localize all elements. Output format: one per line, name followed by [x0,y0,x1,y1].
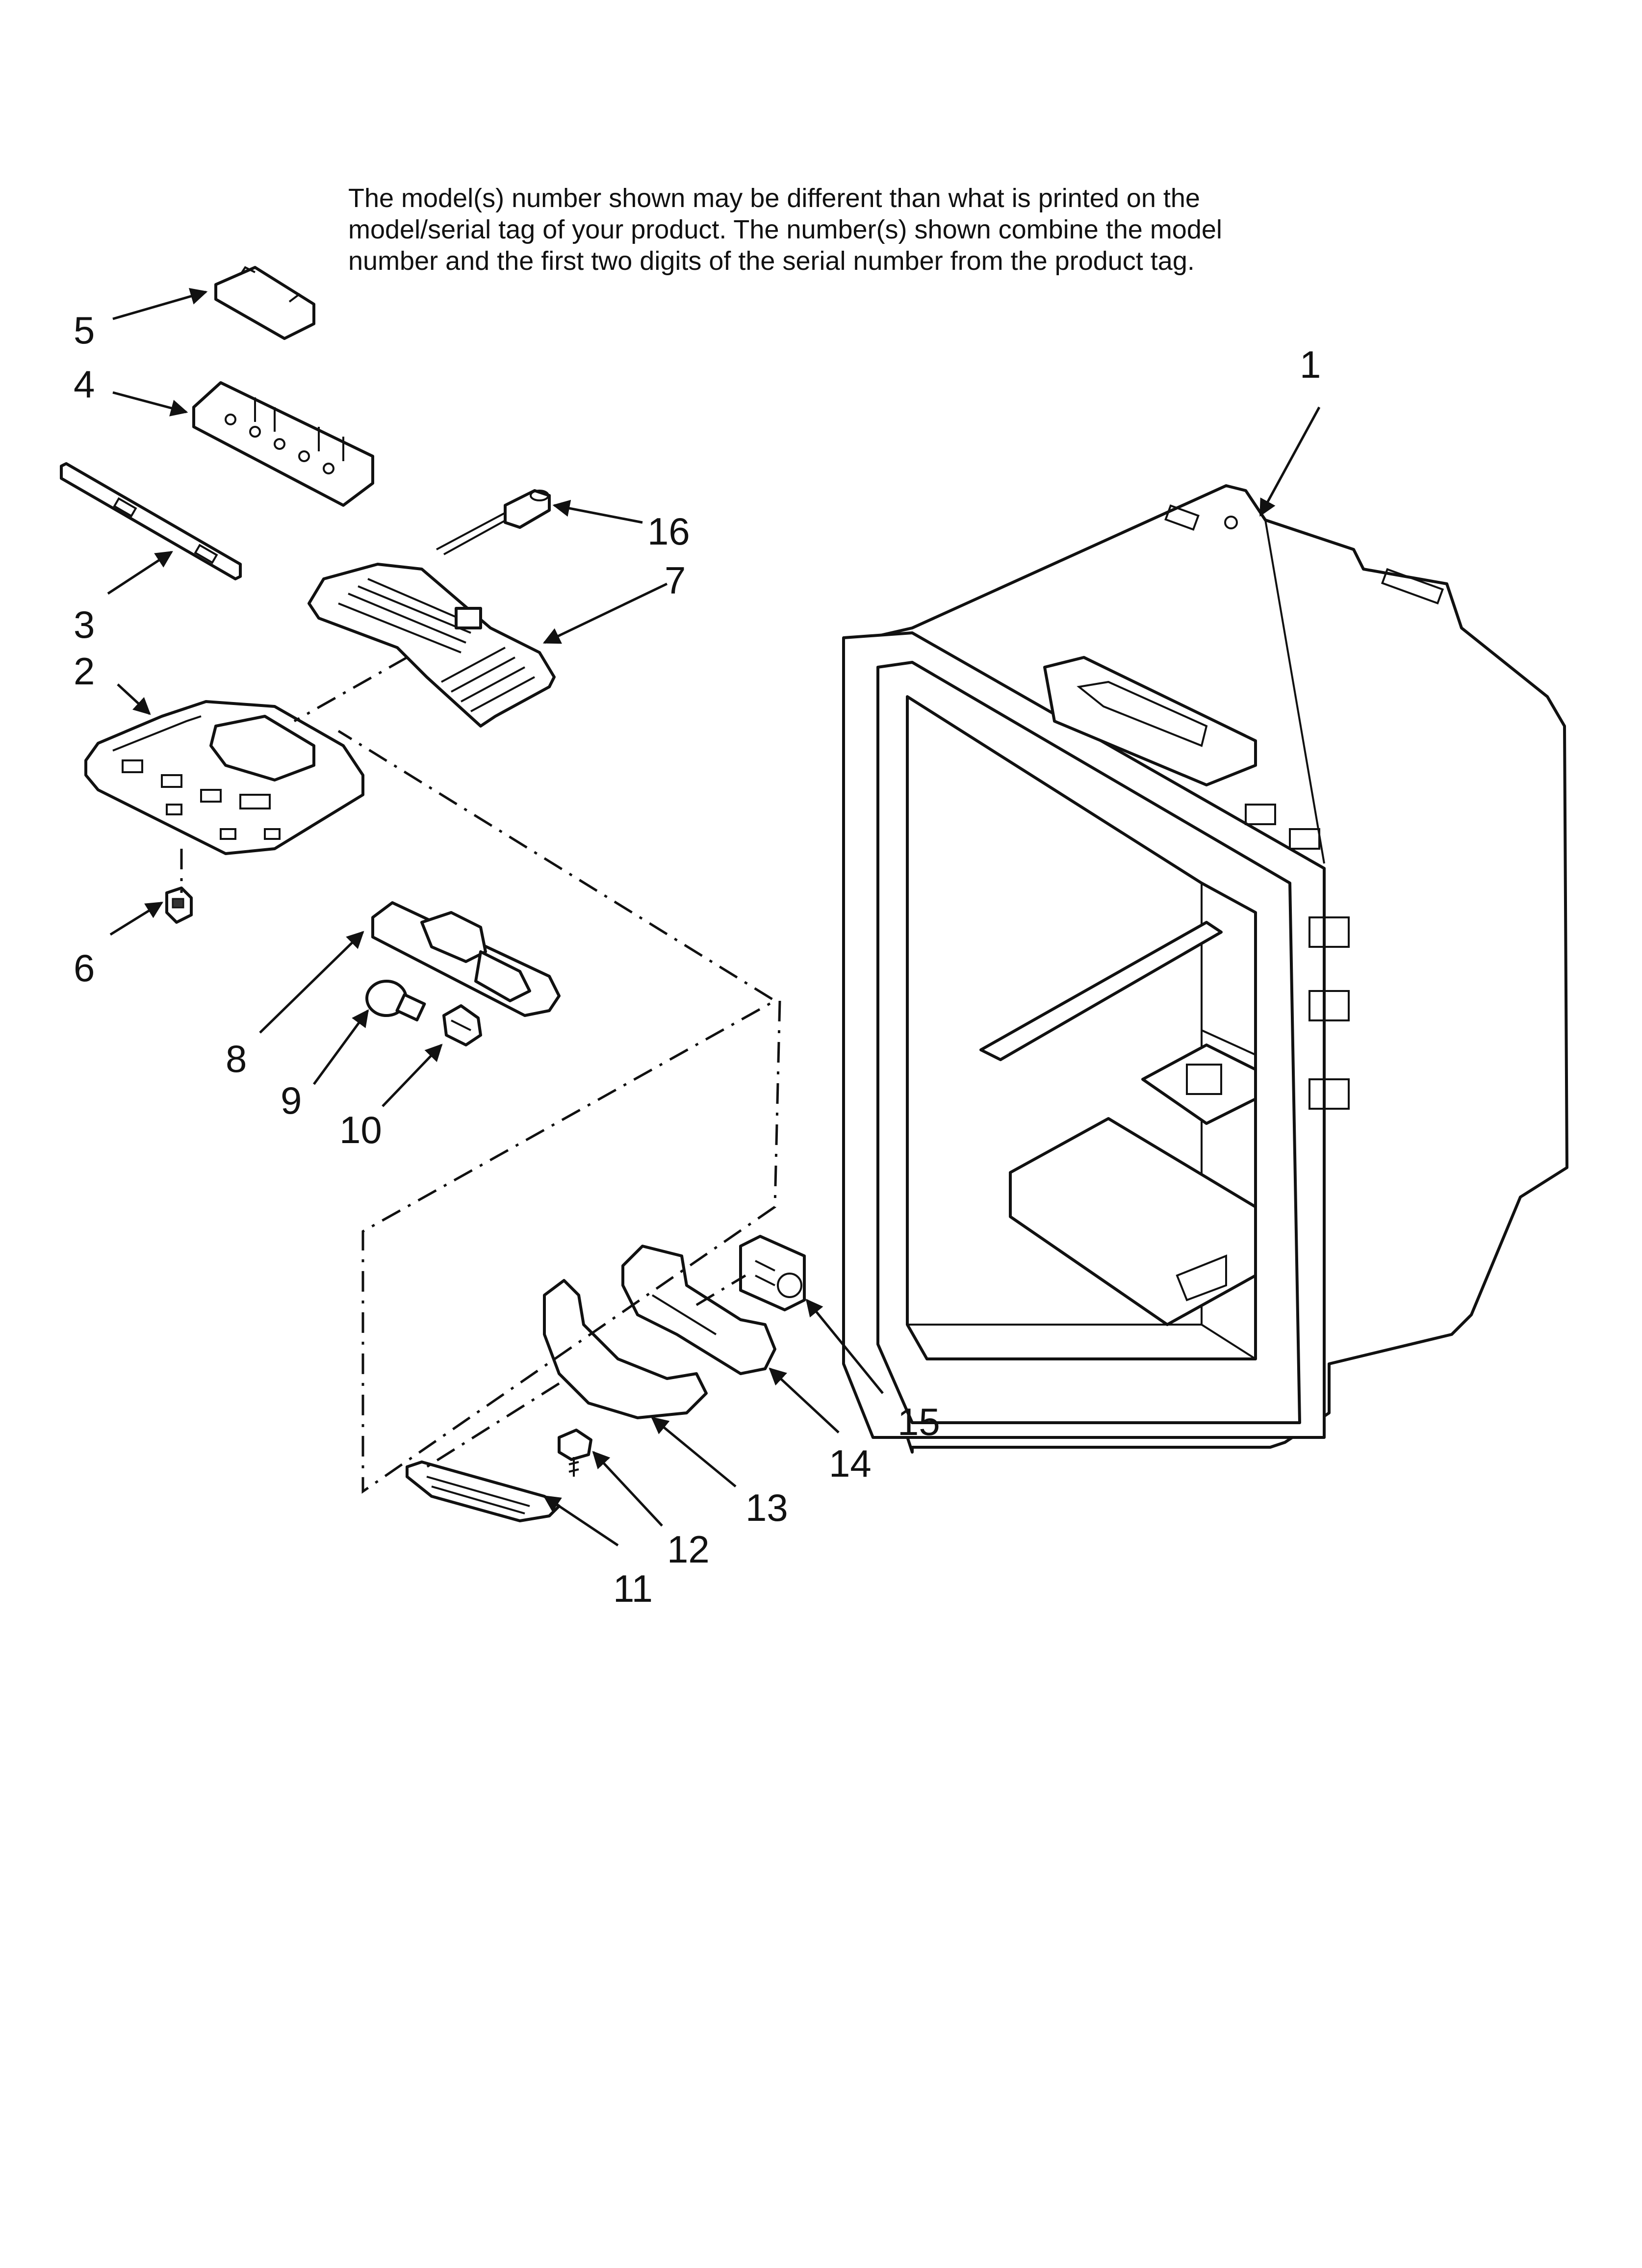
callout-2: 2 [74,650,95,693]
part-12-screw [558,1429,592,1477]
part-3-strip [60,462,242,580]
assembly-lines [180,656,781,1494]
part-11-trim [406,1460,561,1522]
callout-9: 9 [281,1079,302,1122]
part-1-liner [842,484,1568,1454]
callout-14: 14 [829,1442,872,1485]
part-7-air-diffuser [308,563,556,728]
callout-1: 1 [1300,343,1321,386]
part-6-switch [165,886,193,924]
part-10-socket [442,1004,482,1046]
part-14-dispenser-housing [621,1245,776,1375]
part-5-cover [214,266,315,340]
callout-15: 15 [898,1400,940,1443]
callout-10: 10 [339,1108,382,1151]
model-number-note: The model(s) number shown may be differe… [348,182,1476,277]
callout-5: 5 [74,309,95,352]
note-line-3: number and the first two digits of the s… [348,246,1195,276]
part-2-control-panel [84,700,364,855]
callout-7: 7 [665,559,686,602]
part-4-control-housing [192,381,374,507]
callout-6: 6 [74,946,95,990]
part-16-sensor [436,489,551,555]
note-line-2: model/serial tag of your product. The nu… [348,215,1222,244]
leader-arrows [107,287,1321,1547]
part-15-dispenser-switch [739,1235,806,1311]
part-13-dispenser-cover [543,1279,708,1419]
note-line-1: The model(s) number shown may be differe… [348,183,1200,213]
callout-11: 11 [613,1567,653,1610]
callout-13: 13 [745,1486,788,1529]
callout-labels: 1 2 3 4 5 6 7 8 9 10 11 12 13 14 15 16 [74,309,1321,1610]
callout-3: 3 [74,603,95,646]
callout-12: 12 [667,1528,710,1571]
callout-16: 16 [647,510,690,553]
callout-4: 4 [74,363,95,406]
callout-8: 8 [226,1037,247,1080]
part-8-light-housing [371,901,561,1017]
part-9-bulb [365,980,426,1022]
